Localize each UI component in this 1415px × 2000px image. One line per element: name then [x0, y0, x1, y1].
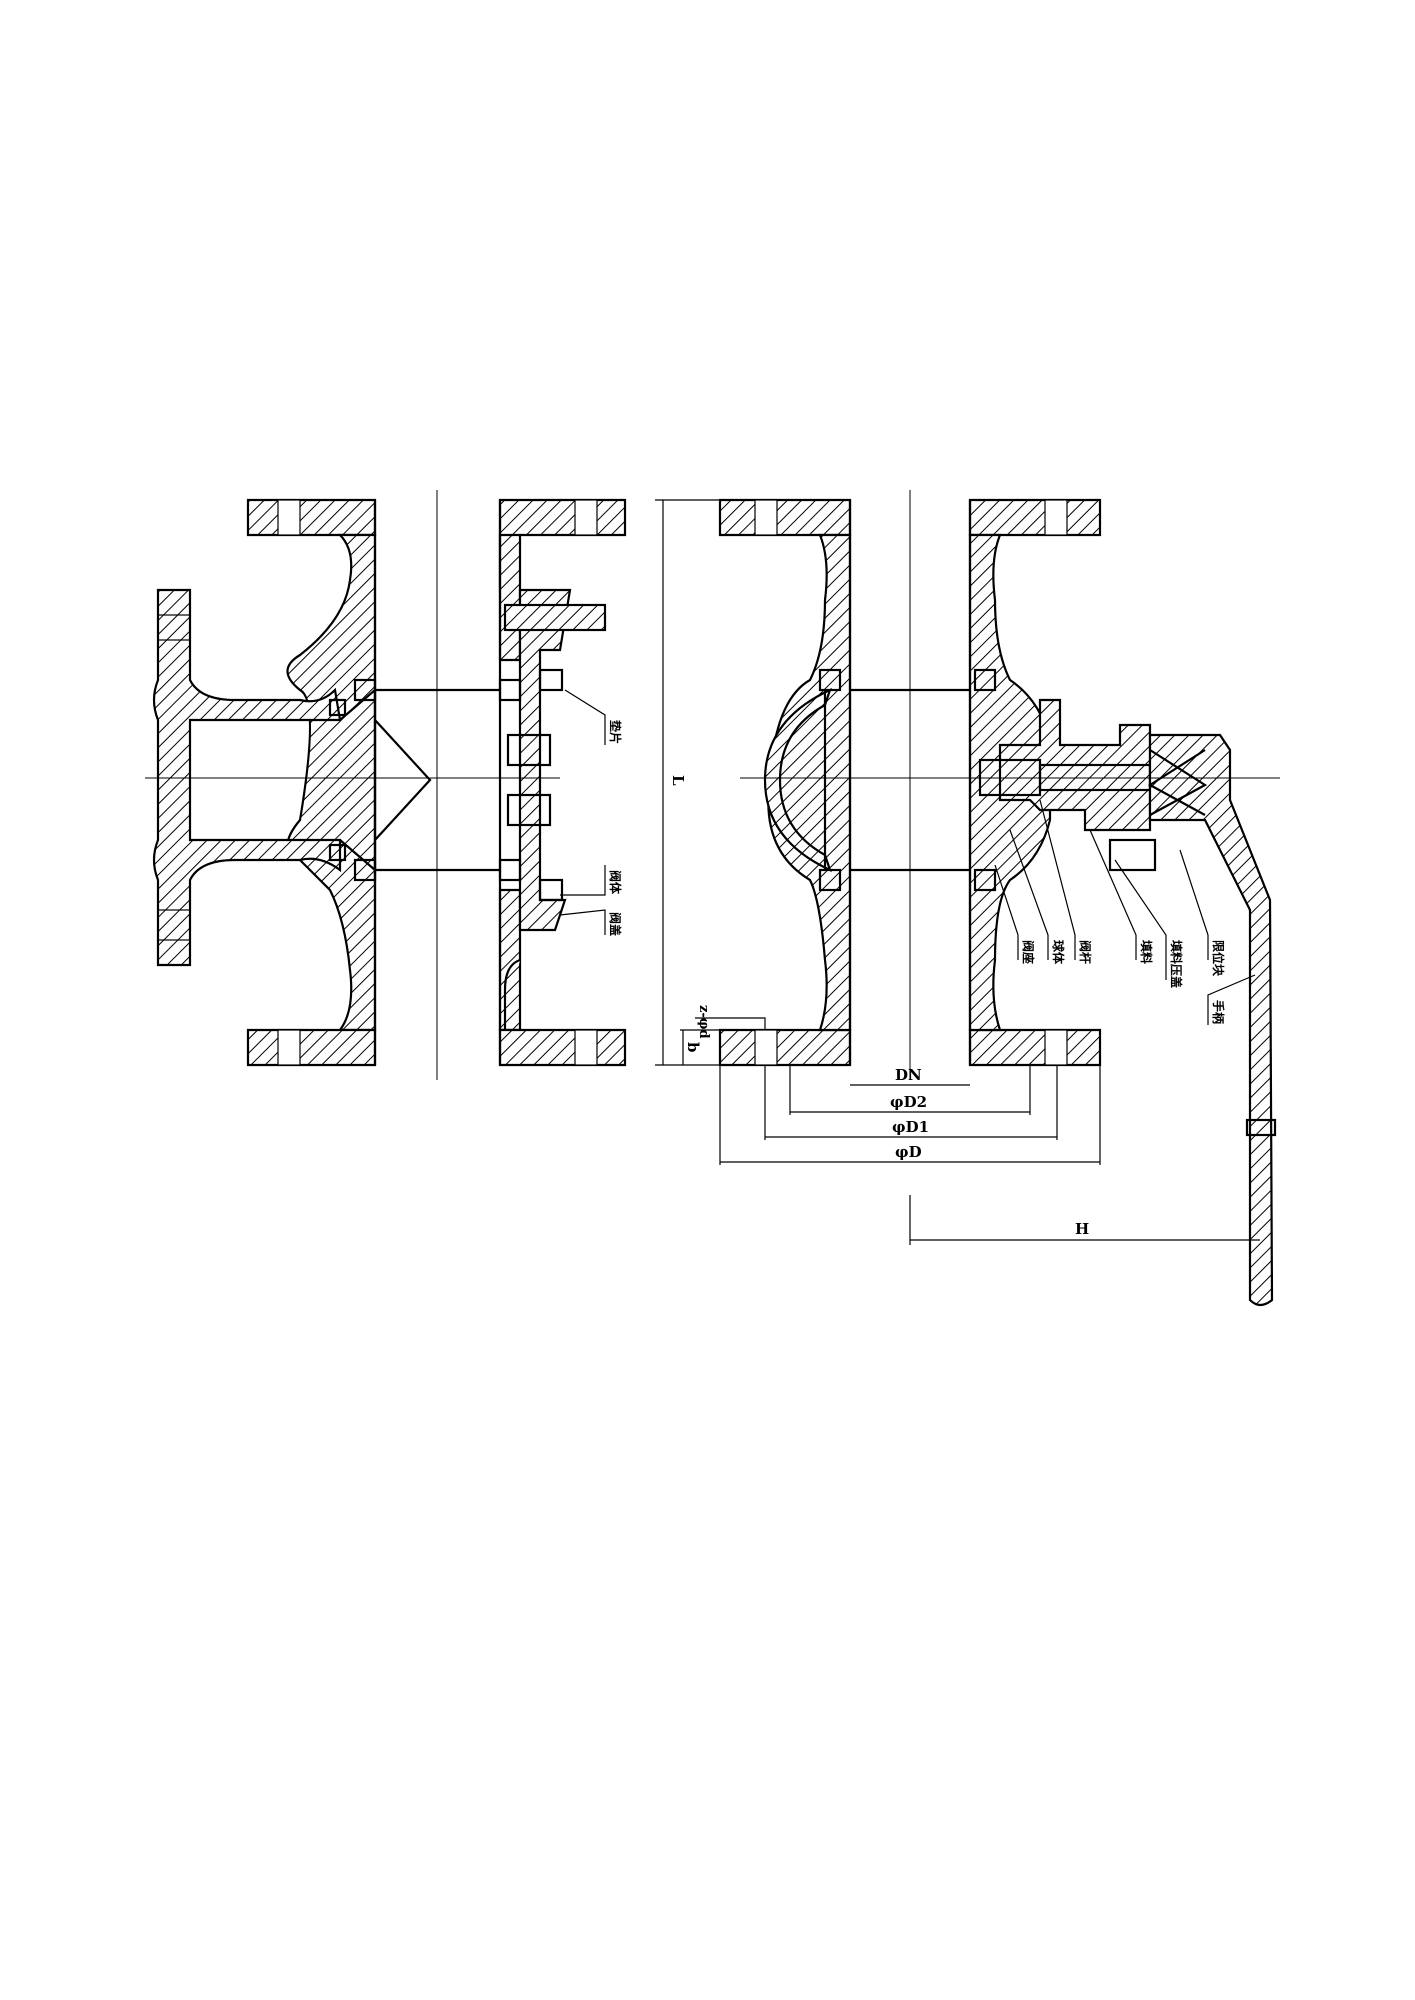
seat-ring: [818, 668, 842, 692]
packing-gland: [1108, 838, 1157, 872]
dim-D1: φD1: [892, 1118, 929, 1136]
label-bonnet: 阀盖: [608, 912, 623, 936]
bottom-flange-left: [246, 1028, 377, 1067]
dim-DN: DN: [895, 1066, 922, 1084]
dim-b: b: [684, 1042, 702, 1053]
handle: [1148, 733, 1274, 1307]
side-flange: [152, 588, 342, 967]
leader-lines: [994, 799, 1256, 1025]
label-seat: 阀座: [1021, 940, 1036, 964]
dim-D2: φD2: [890, 1093, 927, 1111]
top-flange-right: [968, 498, 1102, 537]
bonnet-slot: [506, 733, 552, 767]
bottom-flange-left: [718, 1028, 852, 1067]
handle-slot: [1147, 749, 1208, 816]
label-gasket: 垫片: [608, 720, 623, 744]
nut: [538, 878, 564, 902]
dim-L: L: [669, 775, 687, 786]
label-body: 阀体: [608, 870, 623, 895]
dimensions: L b z-φd DN φD2 φD1 φD H: [655, 499, 1260, 1245]
label-handle: 手柄: [1211, 1000, 1226, 1024]
right-section-view: 阀座 球体 阀杆 填料 填料压盖 限位块 手柄: [718, 490, 1280, 1307]
seat-ring: [973, 668, 997, 692]
top-flange-left: [718, 498, 852, 537]
dim-z-phi-d: z-φd: [696, 1005, 711, 1039]
bolt-holes: [277, 499, 598, 1066]
dim-D: φD: [895, 1143, 922, 1161]
seat-ring: [818, 868, 842, 892]
bolt: [503, 603, 607, 632]
label-stem: 阀杆: [1078, 940, 1093, 964]
dim-H: H: [1075, 1220, 1089, 1238]
seat-ring: [498, 858, 522, 882]
gasket: [328, 843, 347, 862]
side-flange-hole: [157, 909, 191, 941]
label-limit-block: 限位块: [1211, 940, 1226, 977]
seat-ring: [973, 868, 997, 892]
top-flange-left: [246, 498, 377, 537]
label-packing: 填料: [1139, 940, 1154, 964]
side-flange-hole: [157, 614, 191, 641]
label-ball: 球体: [1051, 940, 1066, 965]
nut: [538, 668, 564, 692]
bottom-flange-right: [968, 1028, 1102, 1067]
body-left-wall: [286, 533, 377, 1032]
bolt-holes: [754, 499, 1068, 1066]
left-section-view: 垫片 阀体 阀盖: [145, 490, 627, 1080]
bonnet-slot: [506, 793, 552, 827]
handle-break: [1245, 1118, 1277, 1137]
seat-ring: [498, 678, 522, 702]
label-packing-gland: 填料压盖: [1169, 940, 1184, 988]
gasket: [328, 698, 347, 717]
